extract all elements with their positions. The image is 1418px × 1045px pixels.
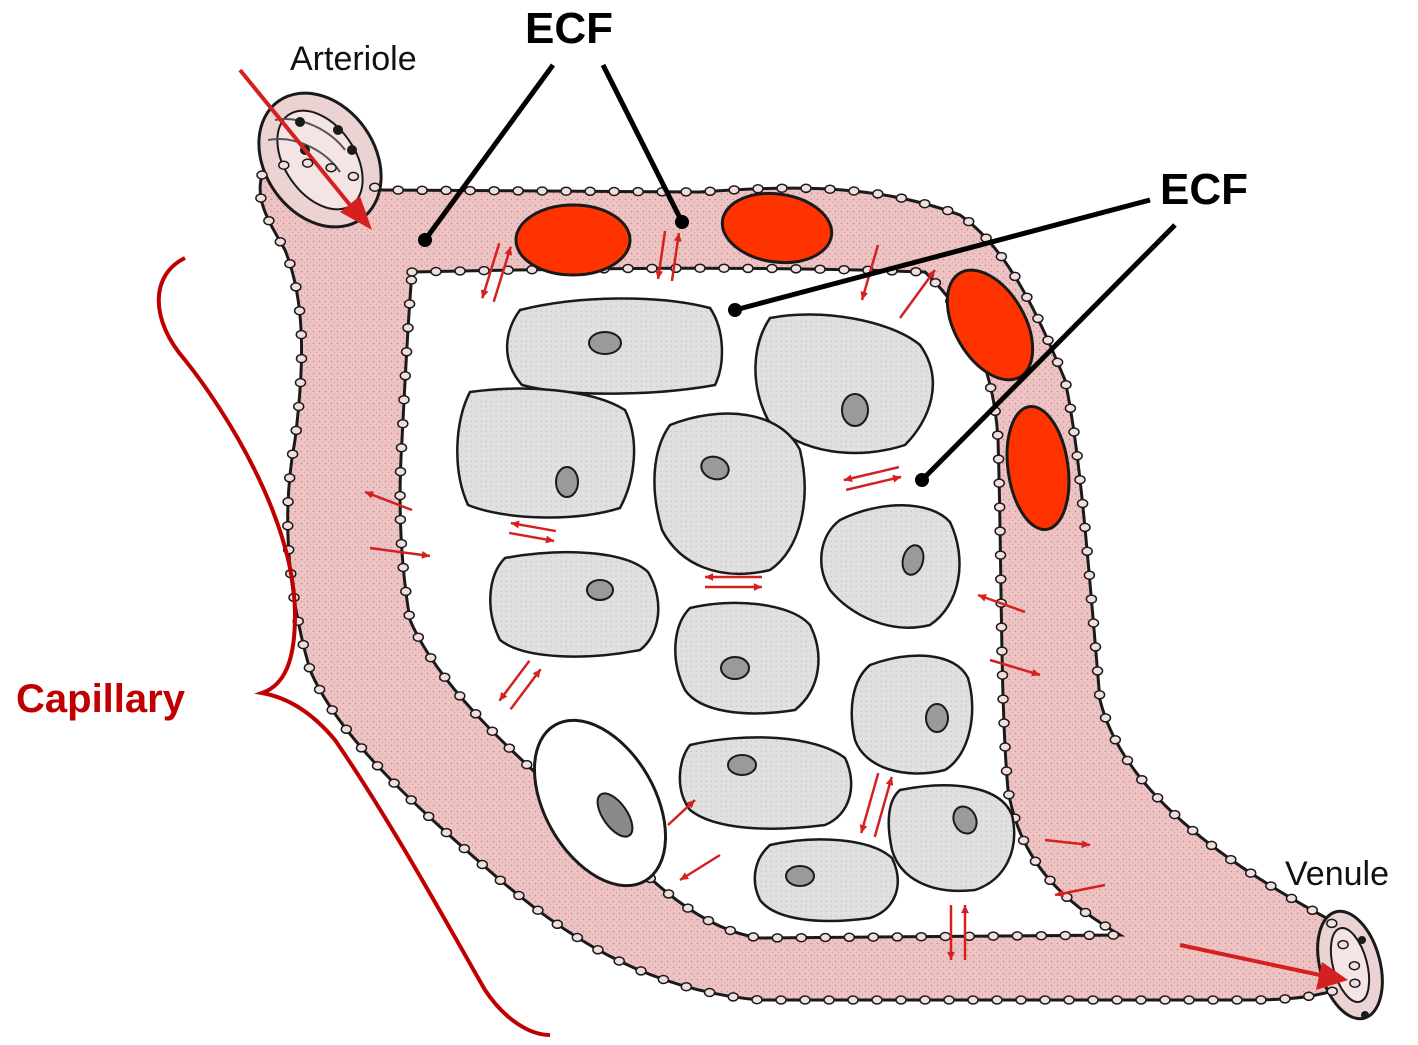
tissue-cell — [755, 839, 898, 921]
tissue-cell — [507, 298, 722, 393]
ecf-label-top: ECF — [525, 4, 613, 54]
tissue-cell — [490, 552, 658, 656]
tissue-cell — [680, 737, 851, 828]
tissue-cell — [889, 785, 1014, 891]
tissue-cell — [457, 389, 634, 518]
arteriole-label: Arteriole — [290, 40, 417, 79]
ecf-label-right: ECF — [1160, 165, 1248, 215]
venule-label: Venule — [1285, 855, 1389, 894]
capillary-label: Capillary — [16, 677, 185, 722]
red-blood-cell — [516, 205, 630, 275]
tissue-cell — [675, 603, 818, 714]
tissue-cell — [654, 414, 804, 574]
tissue-cell — [852, 656, 972, 774]
